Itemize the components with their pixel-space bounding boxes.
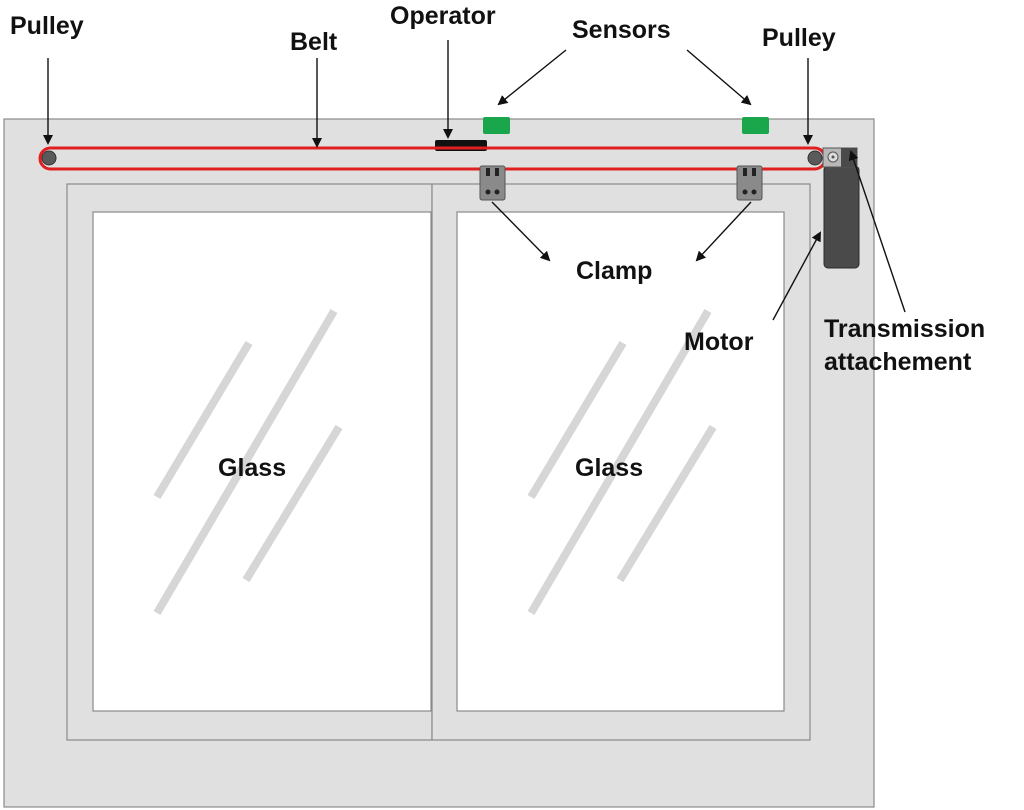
label-operator: Operator <box>390 2 496 30</box>
arrow-sensor-right <box>686 49 752 106</box>
arrow-motor <box>772 231 821 321</box>
clamp-right <box>736 165 763 201</box>
label-clamp: Clamp <box>576 257 652 285</box>
glass-pane-left <box>92 211 432 712</box>
pulley-right <box>807 150 823 166</box>
label-motor: Motor <box>684 328 754 356</box>
label-glass-left: Glass <box>218 454 286 482</box>
glass-glints-left <box>153 308 343 616</box>
label-belt: Belt <box>290 28 338 56</box>
arrow-transmission <box>848 150 906 313</box>
label-glass-right: Glass <box>575 454 643 482</box>
transmission-attachment <box>822 147 858 168</box>
clamp-left <box>479 165 506 201</box>
label-sensors: Sensors <box>572 16 671 44</box>
annotation-arrows <box>43 40 906 321</box>
pulley-left <box>41 150 57 166</box>
sensor-left <box>483 117 510 134</box>
glass-glints-right <box>527 308 717 616</box>
arrow-clamp-right <box>695 201 752 262</box>
label-pulley-right: Pulley <box>762 24 836 52</box>
label-transmission-line2: attachement <box>824 348 972 376</box>
label-transmission-line1: Transmission <box>824 315 985 343</box>
sensor-right <box>742 117 769 134</box>
arrow-sensor-left <box>497 49 567 106</box>
arrow-clamp-left <box>491 201 551 262</box>
motor <box>823 165 860 269</box>
label-pulley-left: Pulley <box>10 12 84 40</box>
